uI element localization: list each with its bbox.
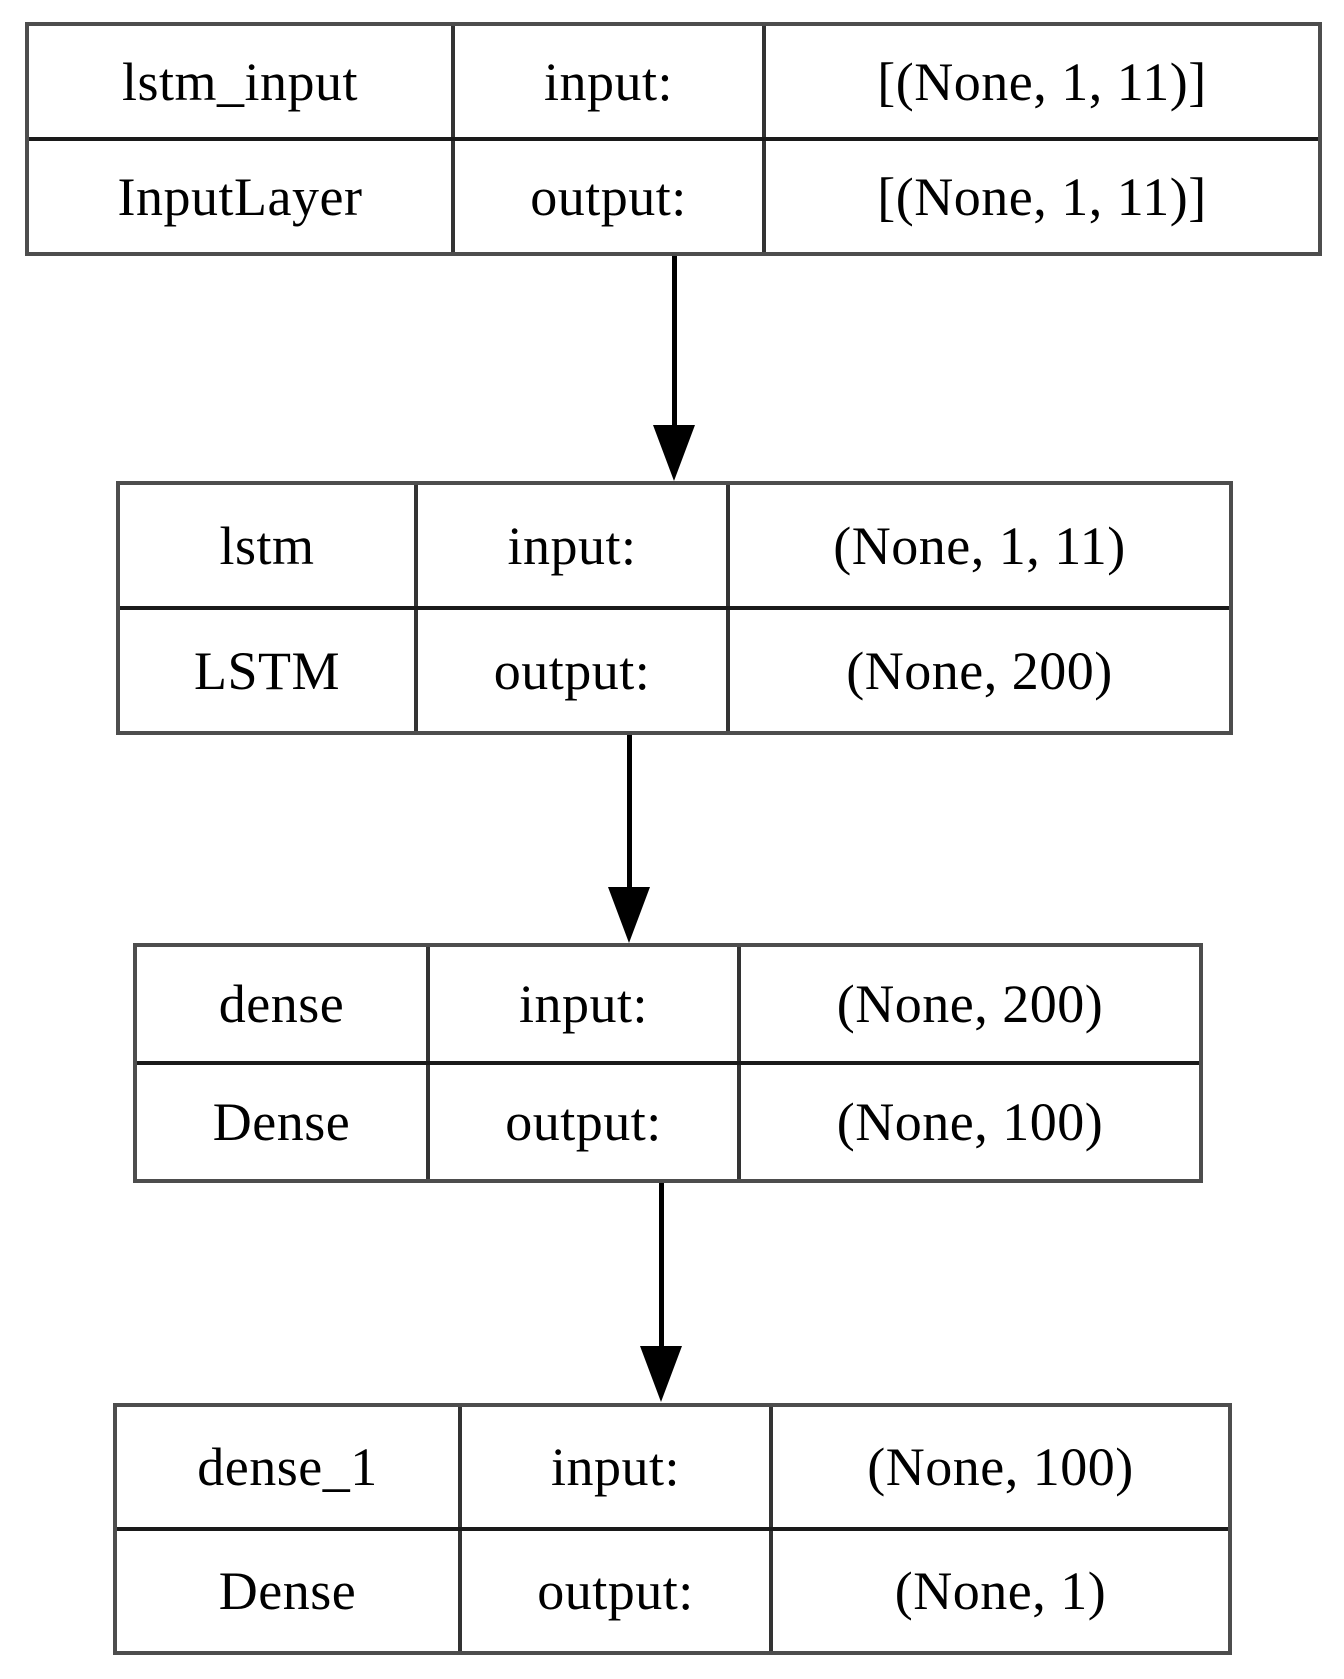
output-label: output: <box>462 1531 773 1651</box>
layer-type: LSTM <box>120 610 418 731</box>
layer-name: dense_1 <box>117 1407 462 1527</box>
arrow-stem <box>627 735 632 891</box>
node-dense-1[interactable]: dense_1 input: (None, 100) Dense output:… <box>113 1403 1232 1655</box>
node-row-input: lstm_input input: [(None, 1, 11)] <box>29 26 1318 141</box>
arrow-stem <box>672 256 677 428</box>
node-row-output: Dense output: (None, 1) <box>117 1531 1228 1651</box>
layer-name: lstm_input <box>29 26 455 137</box>
arrow-head-icon <box>608 887 650 943</box>
layer-type: Dense <box>137 1065 430 1179</box>
input-shape: (None, 100) <box>867 1437 1134 1497</box>
node-row-input: dense_1 input: (None, 100) <box>117 1407 1228 1531</box>
input-label: input: <box>462 1407 773 1527</box>
node-dense[interactable]: dense input: (None, 200) Dense output: (… <box>133 943 1203 1183</box>
node-lstm-input[interactable]: lstm_input input: [(None, 1, 11)] InputL… <box>25 22 1322 256</box>
output-shape: (None, 100) <box>836 1092 1104 1152</box>
output-shape: (None, 200) <box>846 640 1113 701</box>
node-row-output: Dense output: (None, 100) <box>137 1065 1199 1179</box>
arrow-head-icon <box>640 1346 682 1402</box>
input-shape: (None, 200) <box>836 974 1104 1034</box>
edge-dense-to-dense-1 <box>640 1183 682 1403</box>
output-label: output: <box>418 610 730 731</box>
node-row-input: dense input: (None, 200) <box>137 947 1199 1065</box>
arrow-stem <box>659 1183 664 1349</box>
layer-type: InputLayer <box>29 141 455 252</box>
edge-lstm-input-to-lstm <box>653 256 695 481</box>
node-row-output: LSTM output: (None, 200) <box>120 610 1229 731</box>
node-row-output: InputLayer output: [(None, 1, 11)] <box>29 141 1318 252</box>
input-label: input: <box>418 485 730 606</box>
output-shape: (None, 1) <box>894 1561 1107 1621</box>
layer-name: lstm <box>120 485 418 606</box>
input-shape: (None, 1, 11) <box>833 515 1126 576</box>
edge-lstm-to-dense <box>608 735 650 943</box>
input-shape: [(None, 1, 11)] <box>877 51 1207 112</box>
output-shape: [(None, 1, 11)] <box>877 166 1207 227</box>
layer-type: Dense <box>117 1531 462 1651</box>
layer-name: dense <box>137 947 430 1061</box>
input-label: input: <box>430 947 741 1061</box>
output-label: output: <box>430 1065 741 1179</box>
output-label: output: <box>455 141 766 252</box>
arrow-head-icon <box>653 425 695 481</box>
node-lstm[interactable]: lstm input: (None, 1, 11) LSTM output: (… <box>116 481 1233 735</box>
input-label: input: <box>455 26 766 137</box>
node-row-input: lstm input: (None, 1, 11) <box>120 485 1229 610</box>
